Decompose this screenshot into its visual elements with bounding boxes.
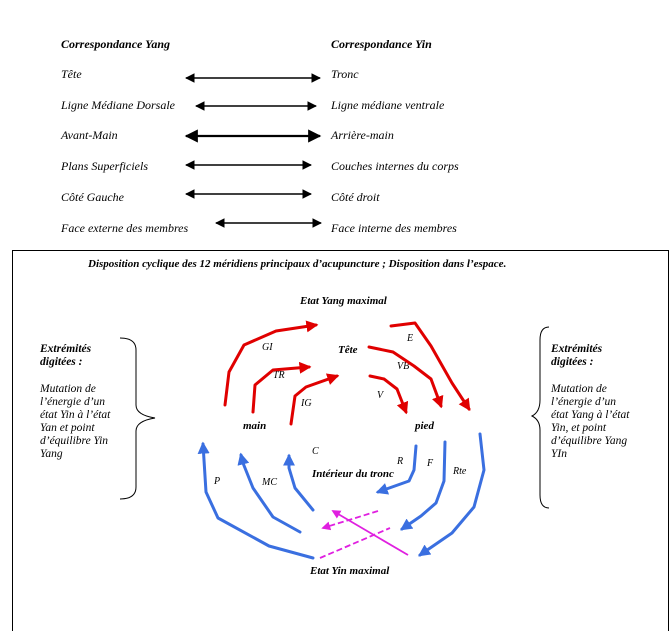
tete-label: Tête xyxy=(338,344,358,356)
right-note-line: l’énergie d’un xyxy=(551,396,617,408)
arrow-rte xyxy=(418,432,486,557)
right-note-line: d’équilibre Yang xyxy=(551,435,628,447)
right-note-line: Yin, et point xyxy=(551,422,607,434)
right-note-line: Mutation de xyxy=(551,383,607,395)
meridian-v-label: V xyxy=(377,390,384,401)
arrow-p xyxy=(197,441,315,560)
left-note-line: Yang xyxy=(40,448,63,460)
left-note-title-2: digitées : xyxy=(40,356,83,368)
left-note-line: l’énergie d’un xyxy=(40,396,106,408)
meridian-f-label: F xyxy=(427,458,434,469)
yang-max-label: Etat Yang maximal xyxy=(300,295,387,307)
yin-header: Correspondance Yin xyxy=(331,37,432,51)
arrow-c xyxy=(283,453,315,512)
yang-item: Avant-Main xyxy=(61,128,118,142)
main-label: main xyxy=(243,420,267,432)
arrow-v xyxy=(368,374,409,415)
meridian-gi-label: GI xyxy=(262,342,273,353)
right-extremity-note: Extrémités digitées : Mutation de l’éner… xyxy=(551,343,661,461)
left-note-line: d’équilibre Yin xyxy=(40,435,109,447)
cross-arrow-3 xyxy=(319,527,391,559)
arrow-vb xyxy=(367,345,444,409)
arrow-mc xyxy=(237,452,302,534)
meridian-rte-label: Rte xyxy=(453,466,467,477)
arrow-gi xyxy=(223,320,319,407)
arrow-e xyxy=(389,321,471,412)
diagram-title: Disposition cyclique des 12 méridiens pr… xyxy=(88,258,507,270)
meridian-e-label: E xyxy=(407,333,414,344)
arrow-r xyxy=(375,444,418,495)
meridian-r-label: R xyxy=(397,456,404,467)
meridian-tr-label: TR xyxy=(273,370,285,381)
right-note-title-2: digitées : xyxy=(551,356,594,368)
left-note-line: état Yin à l’état xyxy=(40,409,111,421)
right-note-line: état Yang à l’état xyxy=(551,409,630,421)
meridian-mc-label: MC xyxy=(262,477,277,488)
meridian-vb-label: VB xyxy=(397,361,410,372)
arrow-f xyxy=(400,440,447,531)
right-note-title-1: Extrémités xyxy=(551,343,603,355)
yin-item: Ligne médiane ventrale xyxy=(331,98,445,112)
yang-item: Tête xyxy=(61,67,82,81)
left-brace xyxy=(119,337,156,500)
right-brace xyxy=(530,326,550,509)
arrow-ig xyxy=(289,373,340,426)
interieur-tronc-label: Intérieur du tronc xyxy=(312,468,394,480)
yin-item: Face interne des membres xyxy=(331,221,457,235)
left-note-line: Yan et point xyxy=(40,422,95,434)
meridian-c-label: C xyxy=(312,446,319,457)
left-note-title-1: Extrémités xyxy=(40,343,92,355)
meridian-ig-label: IG xyxy=(301,398,312,409)
yin-item: Côté droit xyxy=(331,190,380,204)
meridian-p-label: P xyxy=(214,476,221,487)
cross-arrow-2 xyxy=(331,510,409,556)
yang-item: Plans Superficiels xyxy=(61,159,148,173)
yin-item: Couches internes du corps xyxy=(331,159,459,173)
yang-item: Face externe des membres xyxy=(61,221,189,235)
yang-item: Ligne Médiane Dorsale xyxy=(61,98,175,112)
yin-item: Tronc xyxy=(331,67,359,81)
left-note-line: Mutation de xyxy=(40,383,96,395)
yin-max-label: Etat Yin maximal xyxy=(310,565,390,577)
yang-header: Correspondance Yang xyxy=(61,37,171,51)
pied-label: pied xyxy=(415,420,434,432)
cross-arrow-1 xyxy=(321,510,379,531)
diagram-arrows xyxy=(119,73,550,560)
yang-item: Côté Gauche xyxy=(61,190,124,204)
yin-item: Arrière-main xyxy=(331,128,394,142)
left-extremity-note: Extrémités digitées : Mutation de l’éner… xyxy=(40,343,135,461)
right-note-line: YIn xyxy=(551,448,567,460)
arrow-tr xyxy=(251,361,312,414)
